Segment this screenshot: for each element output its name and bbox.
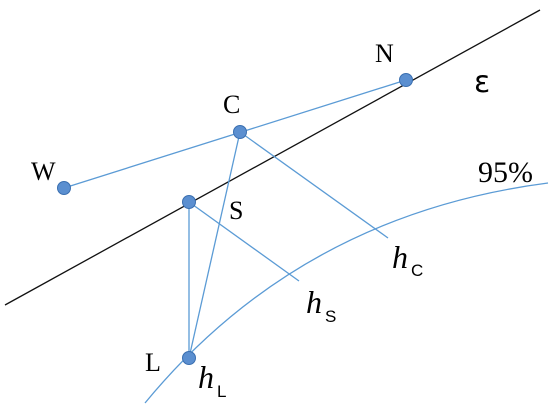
label-S: S xyxy=(229,196,243,225)
line-S-hS xyxy=(188,201,300,282)
label-hC-subscript: C xyxy=(411,261,423,280)
point-L xyxy=(182,351,196,365)
point-C xyxy=(233,125,247,139)
point-S xyxy=(182,195,196,209)
label-hS: h xyxy=(306,284,322,320)
label-C: C xyxy=(223,90,240,119)
label-L: L xyxy=(145,348,161,377)
label-hL: h xyxy=(198,359,214,395)
label-epsilon: ε xyxy=(474,65,490,100)
label-hC: h xyxy=(392,239,408,275)
label-95-percent: 95% xyxy=(478,156,533,189)
line-C-L xyxy=(188,131,241,359)
point-N xyxy=(399,73,413,87)
label-hS-subscript: S xyxy=(325,307,336,326)
label-hL-subscript: L xyxy=(217,382,226,401)
label-W: W xyxy=(31,157,56,186)
label-N: N xyxy=(375,39,394,68)
epsilon-line xyxy=(4,9,541,306)
line-C-hC xyxy=(239,131,389,239)
point-W xyxy=(57,181,71,195)
